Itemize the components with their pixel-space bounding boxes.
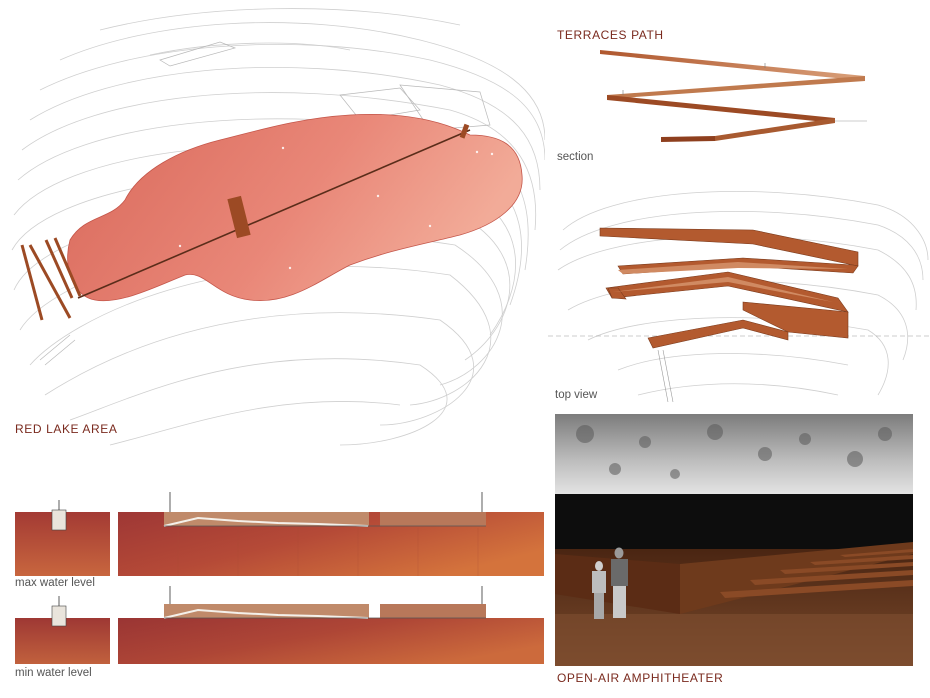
terraces-path-label: TERRACES PATH [557, 28, 664, 42]
max-water-level-long [118, 488, 544, 576]
two-figures [592, 547, 628, 619]
top-view-label: top view [555, 389, 598, 401]
terraces-top-view [548, 170, 930, 405]
min-water-level-long [118, 586, 544, 664]
red-lake-plan [0, 0, 545, 460]
section-label: section [557, 151, 594, 163]
floating-platform [227, 195, 251, 239]
terraces-section-drawing [555, 40, 930, 150]
amphitheater-render [555, 414, 913, 666]
terraces-zigzag [20, 237, 82, 321]
red-lake-plan-drawing [11, 8, 545, 446]
red-lake-area-label: RED LAKE AREA [15, 422, 118, 436]
open-air-amphitheater-label: OPEN-AIR AMPHITHEATER [557, 671, 724, 685]
max-water-level-label: max water level [15, 577, 95, 589]
lake-walkway [77, 129, 471, 299]
min-water-level-small [15, 594, 110, 664]
min-water-level-label: min water level [15, 667, 92, 679]
max-water-level-small [15, 498, 110, 576]
